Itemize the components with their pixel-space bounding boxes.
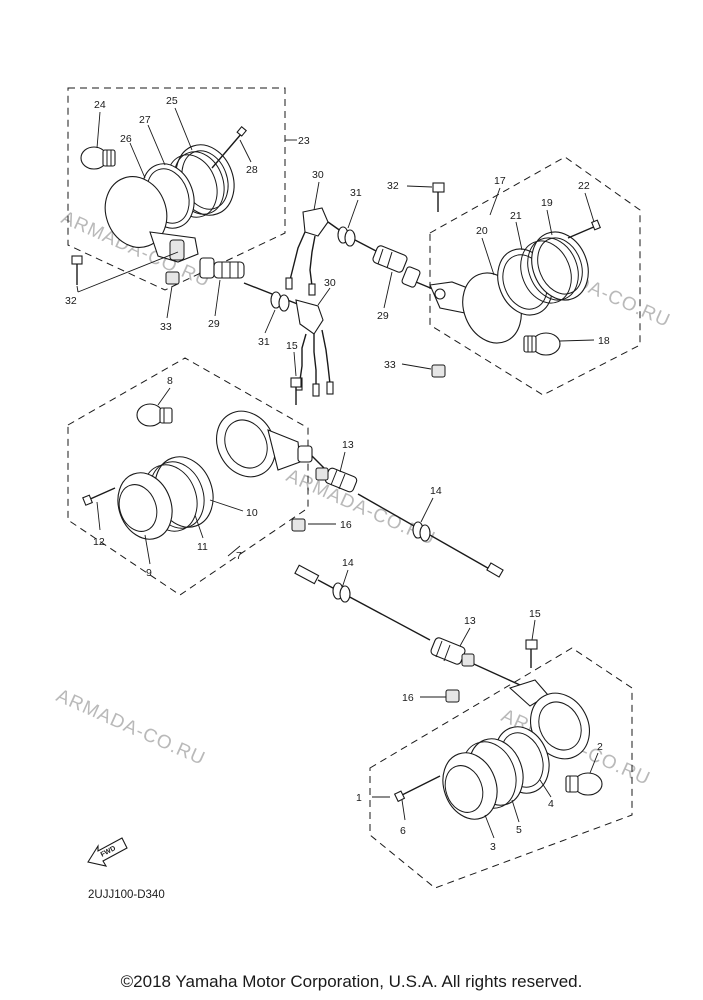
callout-29-right: 29: [377, 310, 389, 322]
nut-33-left: [165, 271, 180, 285]
bolt-15-upper: [290, 377, 302, 405]
callout-11: 11: [197, 541, 208, 553]
callout-19: 19: [541, 197, 553, 209]
bracket-23: [149, 231, 199, 263]
leader-lines: [76, 107, 599, 839]
lens-3: [442, 738, 524, 820]
callout-29-left: 29: [208, 318, 220, 330]
callout-32-right: 32: [387, 180, 399, 192]
callout-31-right: 31: [350, 187, 362, 199]
callout-14-upper: 14: [430, 485, 442, 497]
bulb-8: [136, 403, 173, 427]
connector-30-upper: [285, 207, 346, 296]
housing-case-7: [216, 410, 301, 478]
wire-14-upper: [357, 493, 504, 578]
group-box-1: [369, 647, 633, 889]
callout-5: 5: [516, 824, 522, 836]
callout-24: 24: [94, 99, 106, 111]
callout-16-lower: 16: [402, 692, 414, 704]
callout-20: 20: [476, 225, 488, 237]
housing-case-1: [508, 679, 590, 760]
turn-signal-assembly-23: [71, 125, 334, 397]
group-box-7: [67, 357, 309, 596]
callout-15-upper: 15: [286, 340, 298, 352]
turn-signal-assembly-1: [393, 679, 603, 820]
callout-3: 3: [490, 841, 496, 853]
callout-4: 4: [548, 798, 554, 810]
copyright-notice: ©2018 Yamaha Motor Corporation, U.S.A. A…: [120, 972, 583, 991]
turn-signal-assembly-17: [372, 182, 601, 378]
callout-16-upper: 16: [340, 519, 352, 531]
turn-signal-assembly-7: [82, 403, 504, 578]
callout-13-lower: 13: [464, 615, 476, 627]
callouts: 24 25 27 26 28 23 32 33 29 31 30 31 30 3…: [65, 95, 610, 853]
stem-29-left: [199, 257, 301, 306]
grommet-31-right: [337, 226, 379, 253]
wire-14-lower: [294, 564, 431, 641]
housing-26: [104, 176, 168, 248]
nut-16-upper: [291, 518, 306, 532]
callout-32-left: 32: [65, 295, 77, 307]
callout-2: 2: [597, 741, 603, 753]
screw-6: [393, 775, 441, 803]
callout-6: 6: [400, 825, 406, 837]
callout-9: 9: [146, 567, 152, 579]
callout-26: 26: [120, 133, 132, 145]
callout-17: 17: [494, 175, 506, 187]
nut-16-lower: [445, 689, 460, 703]
callout-15-lower: 15: [529, 608, 541, 620]
callout-25: 25: [166, 95, 178, 107]
lens-9: [117, 456, 214, 540]
callout-23: 23: [298, 135, 310, 147]
callout-22: 22: [578, 180, 590, 192]
callout-33-left: 33: [160, 321, 172, 333]
callout-31-left: 31: [258, 336, 270, 348]
nut-33-right: [431, 364, 446, 378]
drawing-code: 2UJJ100-D340: [88, 889, 165, 901]
bulb-2: [565, 772, 603, 796]
callout-28: 28: [246, 164, 258, 176]
bulb-24: [80, 146, 116, 170]
lens-19: [520, 231, 589, 304]
callout-18: 18: [598, 335, 610, 347]
callout-10: 10: [246, 507, 258, 519]
callout-27: 27: [139, 114, 151, 126]
grommet-31-left: [270, 291, 290, 312]
stem-13-lower: [430, 637, 521, 686]
stem-13-upper: [297, 445, 358, 493]
screw-28: [211, 125, 248, 169]
callout-30-lower: 30: [324, 277, 336, 289]
callout-1: 1: [356, 792, 362, 804]
callout-21: 21: [510, 210, 522, 222]
callout-14-lower: 14: [342, 557, 354, 569]
callout-12: 12: [93, 536, 105, 548]
screw-12: [82, 487, 116, 506]
bulb-18: [523, 332, 561, 356]
bolt-32-right: [432, 182, 445, 212]
screw-22: [567, 219, 601, 239]
watermark-4: ARMADA-CO.RU: [53, 685, 208, 770]
callout-8: 8: [167, 375, 173, 387]
callout-30-upper: 30: [312, 169, 324, 181]
callout-33-right: 33: [384, 359, 396, 371]
bolt-32-left: [71, 255, 83, 285]
stem-29-right: [372, 245, 441, 293]
fwd-arrow-icon: FWD: [87, 837, 128, 867]
group-box-23: [67, 87, 286, 291]
connector-30-lower: [295, 299, 334, 397]
bolt-15-lower: [525, 639, 538, 668]
callout-13-upper: 13: [342, 439, 354, 451]
callout-7: 7: [236, 550, 242, 562]
